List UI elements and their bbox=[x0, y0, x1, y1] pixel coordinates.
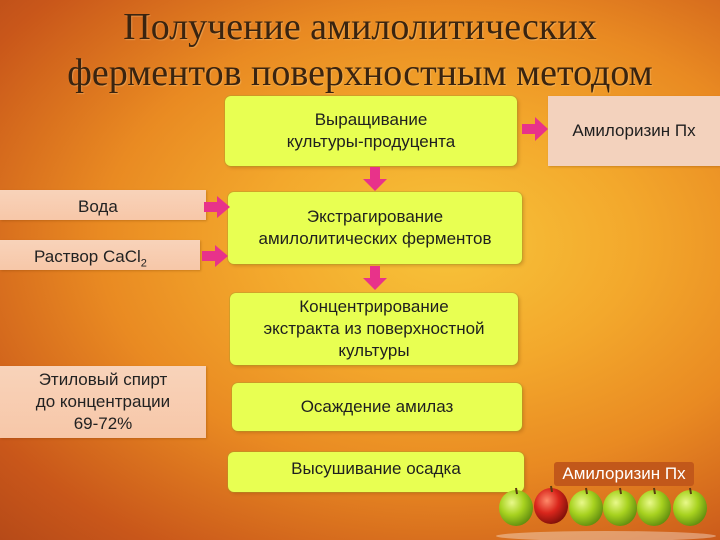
step-drying: Высушивание осадка bbox=[228, 452, 524, 492]
slide-title: Получение амилолитических ферментов пове… bbox=[0, 4, 720, 96]
input-cacl2: Раствор CaCl2 bbox=[0, 240, 200, 270]
input-water-label: Вода bbox=[78, 197, 118, 216]
input-ethanol: Этиловый спирт до концентрации 69-72% bbox=[0, 366, 206, 438]
product-top: Амилоризин Пх bbox=[548, 96, 720, 166]
step-drying-label: Высушивание осадка bbox=[291, 459, 461, 478]
arrow-cacl2-to-extraction bbox=[202, 245, 228, 267]
arrow-water-to-extraction bbox=[204, 196, 230, 218]
step-precipitation: Осаждение амилаз bbox=[232, 383, 522, 431]
step-concentration-line-3: культуры bbox=[338, 341, 410, 360]
input-ethanol-line-1: Этиловый спирт bbox=[38, 370, 168, 389]
apple-icon-3 bbox=[569, 487, 603, 526]
step-concentration-line-2: экстракта из поверхностной bbox=[263, 319, 485, 338]
arrow-to-product-top bbox=[522, 117, 548, 141]
apple-icon-1 bbox=[499, 487, 533, 526]
step-cultivation-line-1: Выращивание bbox=[314, 110, 428, 129]
step-precipitation-label: Осаждение амилаз bbox=[300, 397, 454, 416]
step-concentration: Концентрирование экстракта из поверхност… bbox=[230, 293, 518, 365]
title-line-2: ферментов поверхностным методом bbox=[67, 52, 653, 94]
input-cacl2-label: Раствор CaCl2 bbox=[34, 246, 147, 274]
step-extraction: Экстрагирование амилолитических ферменто… bbox=[228, 192, 522, 264]
apple-icon-6 bbox=[673, 487, 707, 526]
product-top-label: Амилоризин Пх bbox=[572, 121, 696, 140]
input-cacl2-subscript: 2 bbox=[140, 257, 147, 270]
input-ethanol-line-3: 69-72% bbox=[73, 414, 133, 433]
input-water: Вода bbox=[0, 190, 206, 220]
apple-icon-2 bbox=[534, 485, 568, 524]
apples-decoration bbox=[496, 485, 716, 540]
step-concentration-line-1: Концентрирование bbox=[299, 297, 449, 316]
arrow-down-1 bbox=[363, 167, 387, 191]
apple-icon-4 bbox=[603, 487, 637, 526]
arrow-down-2 bbox=[363, 266, 387, 290]
input-cacl2-text: Раствор CaCl bbox=[34, 247, 141, 266]
step-extraction-line-2: амилолитических ферментов bbox=[258, 229, 492, 248]
step-extraction-line-1: Экстрагирование bbox=[306, 207, 444, 226]
step-cultivation: Выращивание культуры-продуцента bbox=[225, 96, 517, 166]
apple-icon-5 bbox=[637, 487, 671, 526]
product-bottom: Амилоризин Пх bbox=[538, 458, 710, 488]
step-cultivation-line-2: культуры-продуцента bbox=[286, 132, 456, 151]
input-ethanol-line-2: до концентрации bbox=[35, 392, 171, 411]
title-line-1: Получение амилолитических bbox=[123, 6, 597, 48]
product-bottom-label: Амилоризин Пх bbox=[554, 462, 694, 486]
